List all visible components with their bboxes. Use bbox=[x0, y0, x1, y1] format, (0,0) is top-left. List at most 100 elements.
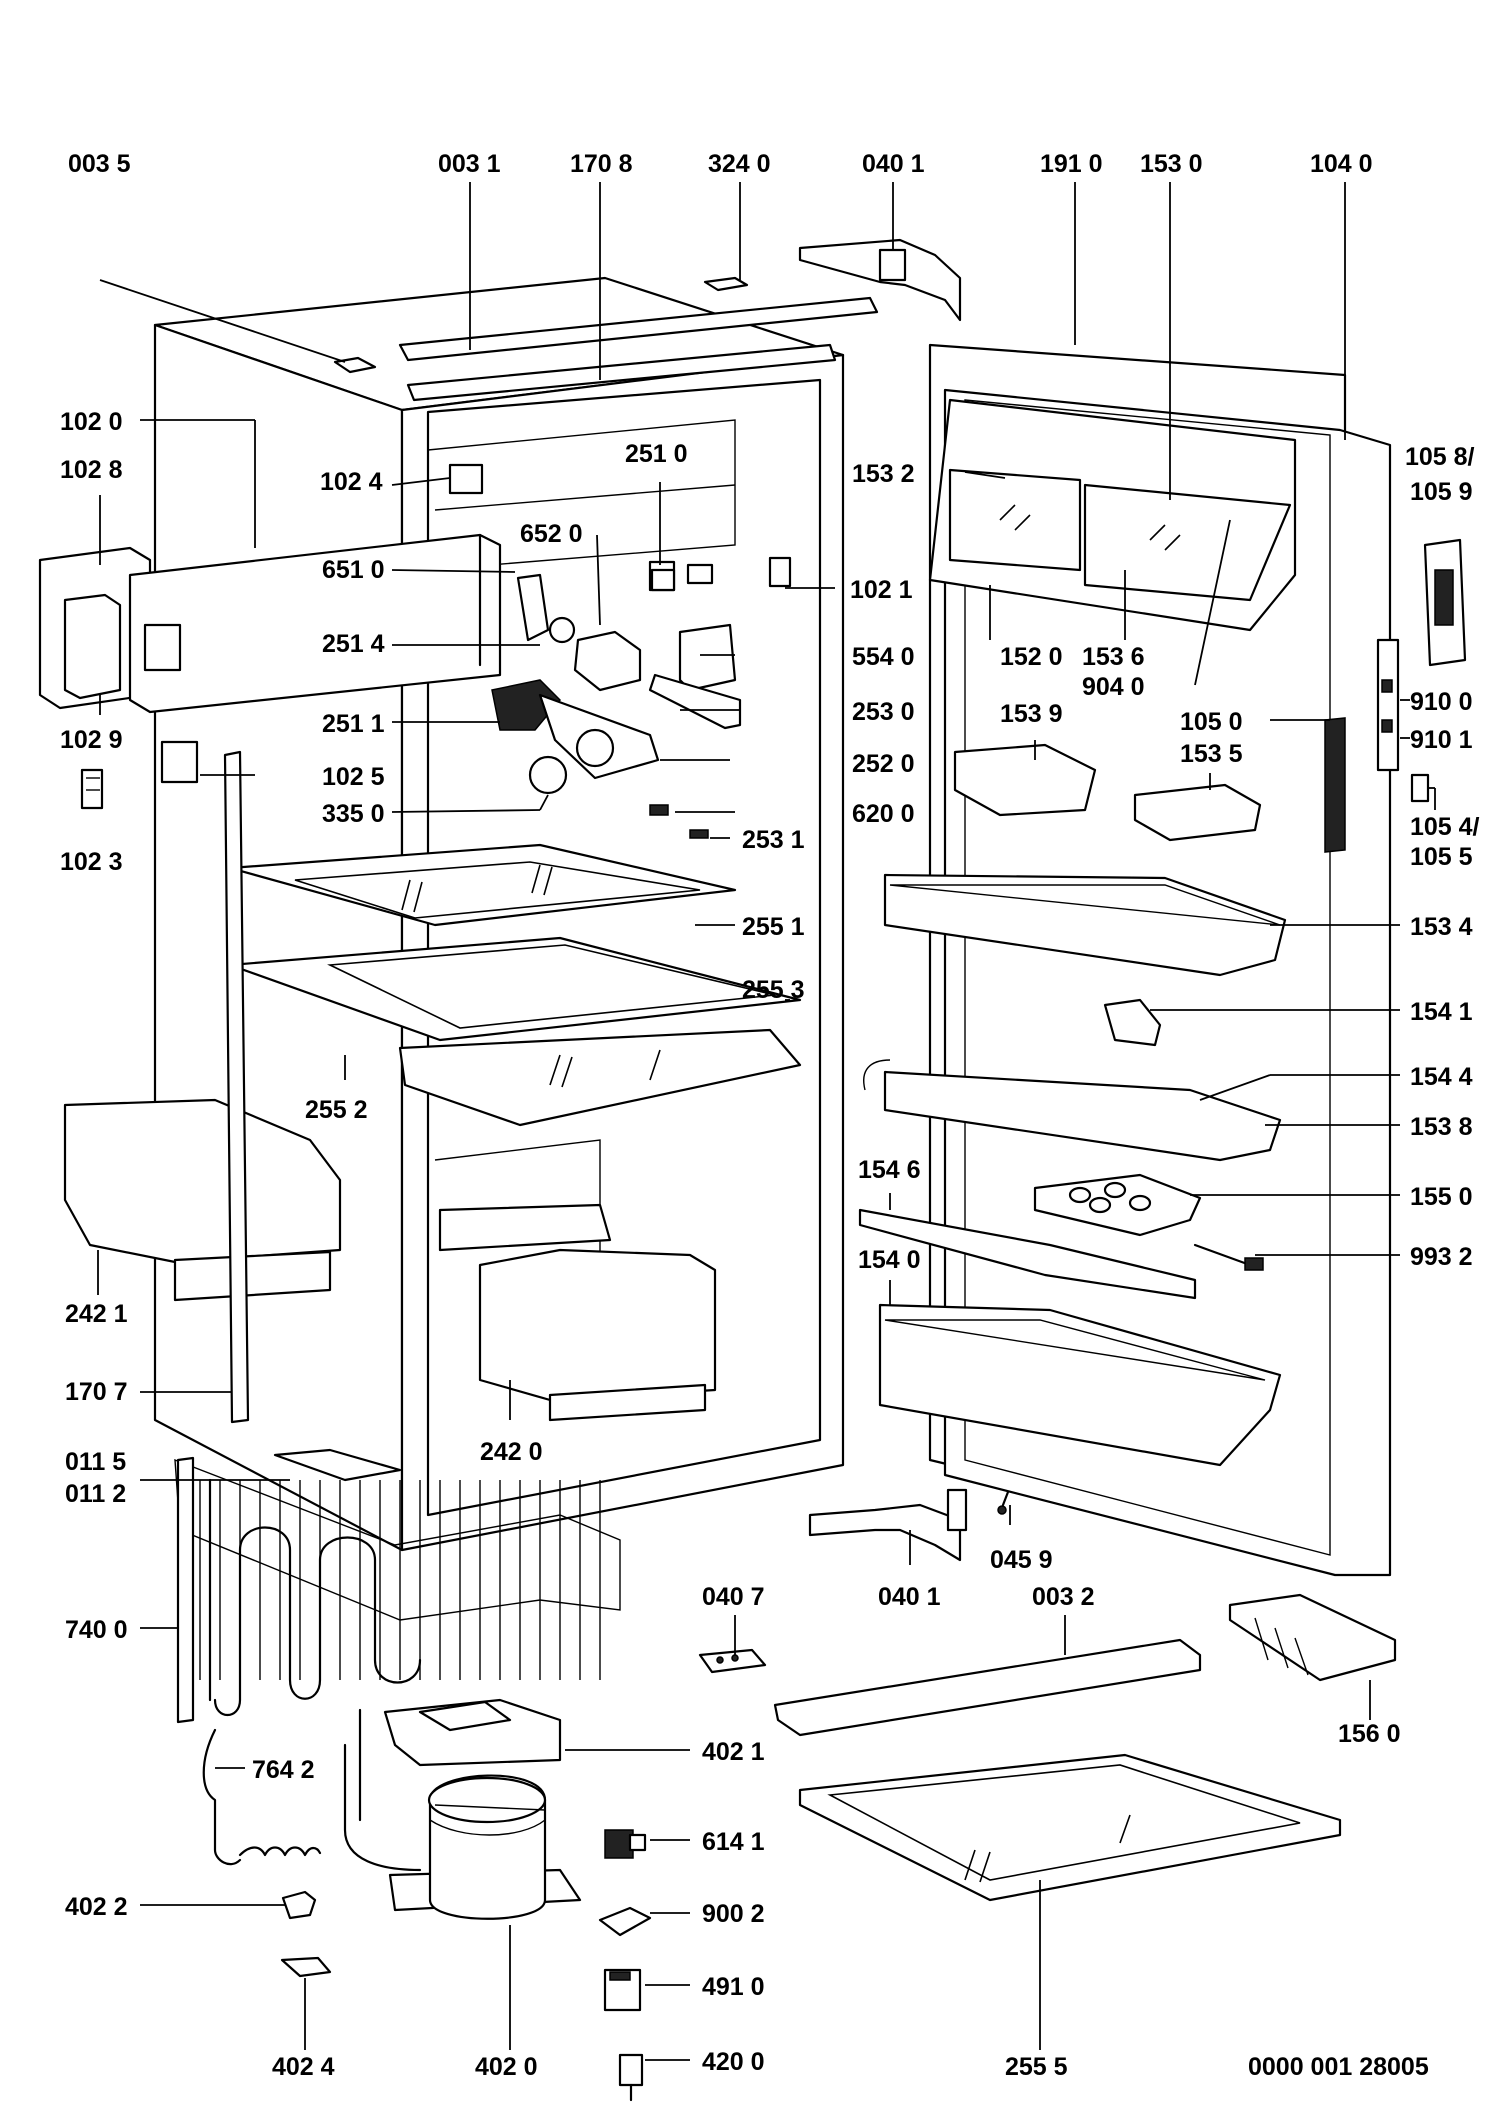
crisper-2421 bbox=[63, 1098, 342, 1302]
door-rail-1546 bbox=[858, 1208, 1197, 1300]
label-1535: 153 5 bbox=[1180, 740, 1243, 768]
drawing-number: 0000 001 28005 bbox=[1248, 2053, 1429, 2081]
label-texts: 003 5 003 1 170 8 324 0 040 1 191 0 153 … bbox=[60, 150, 1480, 2081]
label-6200: 620 0 bbox=[852, 800, 915, 828]
door-shelf-1534 bbox=[883, 873, 1287, 977]
label-2555: 255 5 bbox=[1005, 2053, 1068, 2081]
bottom-hinge bbox=[808, 1488, 968, 1562]
label-1541: 154 1 bbox=[1410, 998, 1473, 1026]
part-9932 bbox=[1193, 1243, 1264, 1271]
label-0112: 011 2 bbox=[65, 1480, 126, 1508]
box-1535 bbox=[1133, 783, 1262, 842]
label-2553: 255 3 bbox=[742, 976, 805, 1004]
light-housing bbox=[38, 533, 502, 714]
label-6510: 651 0 bbox=[322, 556, 385, 584]
label-2421: 242 1 bbox=[65, 1300, 128, 1328]
label-0407: 040 7 bbox=[702, 1583, 765, 1611]
top-hinge bbox=[798, 238, 962, 322]
capillary-tube bbox=[202, 1478, 242, 1866]
part-4200 bbox=[618, 2053, 644, 2102]
label-0031: 003 1 bbox=[438, 150, 501, 178]
label-1054: 105 4/ bbox=[1410, 813, 1480, 841]
part-0407 bbox=[698, 1648, 767, 1674]
label-1023: 102 3 bbox=[60, 848, 123, 876]
capillary-coil bbox=[238, 1846, 322, 1857]
part-4910 bbox=[603, 1968, 642, 2012]
part-0459 bbox=[997, 1490, 1010, 1515]
label-4022: 402 2 bbox=[65, 1893, 128, 1921]
top-cover-strip bbox=[398, 296, 879, 402]
label-1029: 102 9 bbox=[60, 726, 123, 754]
label-7642: 764 2 bbox=[252, 1756, 315, 1784]
door-shelf-1538 bbox=[863, 1059, 1282, 1162]
label-1059: 105 9 bbox=[1410, 478, 1473, 506]
clip-3240 bbox=[703, 276, 749, 292]
suction-line bbox=[343, 1708, 422, 1872]
glass-plate-2555 bbox=[798, 1753, 1342, 1902]
label-1910: 191 0 bbox=[1040, 150, 1103, 178]
label-3350: 335 0 bbox=[322, 800, 385, 828]
door-handle-1050 bbox=[1324, 717, 1346, 853]
glass-shelf-2553 bbox=[228, 936, 802, 1127]
part-4024 bbox=[280, 1956, 332, 1978]
label-1540: 154 0 bbox=[858, 1246, 921, 1274]
label-1532: 153 2 bbox=[852, 460, 915, 488]
label-4024: 402 4 bbox=[272, 2053, 335, 2081]
label-1708: 170 8 bbox=[570, 150, 633, 178]
box-1539 bbox=[953, 743, 1097, 817]
label-6520: 652 0 bbox=[520, 520, 583, 548]
part-6141 bbox=[604, 1829, 647, 1859]
label-3240: 324 0 bbox=[708, 150, 771, 178]
hinge-bracket-1058 bbox=[1423, 538, 1467, 667]
label-1546: 154 6 bbox=[858, 1156, 921, 1184]
bottom-plate bbox=[273, 1448, 402, 1482]
label-0032: 003 2 bbox=[1032, 1583, 1095, 1611]
label-1550: 155 0 bbox=[1410, 1183, 1473, 1211]
label-1028: 102 8 bbox=[60, 456, 123, 484]
label-9101: 910 1 bbox=[1410, 726, 1473, 754]
label-1025: 102 5 bbox=[322, 763, 385, 791]
label-4200: 420 0 bbox=[702, 2048, 765, 2076]
bottle-shelf-1540 bbox=[878, 1303, 1282, 1467]
label-1021: 102 1 bbox=[850, 576, 913, 604]
label-1544: 154 4 bbox=[1410, 1063, 1473, 1091]
label-1534: 153 4 bbox=[1410, 913, 1473, 941]
crisper-2420 bbox=[438, 1203, 717, 1422]
bottom-cover-0032 bbox=[773, 1638, 1202, 1737]
label-4910: 491 0 bbox=[702, 1973, 765, 2001]
butter-compartment-1532 bbox=[928, 398, 1297, 632]
part-1024 bbox=[448, 463, 484, 495]
label-1520: 152 0 bbox=[1000, 643, 1063, 671]
part-1023 bbox=[80, 768, 104, 810]
label-2531: 253 1 bbox=[742, 826, 805, 854]
label-1538: 153 8 bbox=[1410, 1113, 1473, 1141]
label-1024: 102 4 bbox=[320, 468, 383, 496]
label-1058: 105 8/ bbox=[1405, 443, 1475, 471]
label-1530: 153 0 bbox=[1140, 150, 1203, 178]
label-5540: 554 0 bbox=[852, 643, 915, 671]
condenser-panel-7400 bbox=[176, 1456, 195, 1724]
label-9100: 910 0 bbox=[1410, 688, 1473, 716]
label-2511: 251 1 bbox=[322, 710, 385, 738]
label-2551: 255 1 bbox=[742, 913, 805, 941]
label-2420: 242 0 bbox=[480, 1438, 543, 1466]
part-4022 bbox=[281, 1890, 317, 1920]
label-2510: 251 0 bbox=[625, 440, 688, 468]
leader-lines bbox=[97, 182, 1436, 2061]
label-4020: 402 0 bbox=[475, 2053, 538, 2081]
label-9932: 993 2 bbox=[1410, 1243, 1473, 1271]
label-1040: 104 0 bbox=[1310, 150, 1373, 178]
evaporator-tube bbox=[213, 1526, 422, 1716]
label-9040: 904 0 bbox=[1082, 673, 1145, 701]
condenser-grid bbox=[174, 1458, 621, 1680]
label-0401-bottom: 040 1 bbox=[878, 1583, 941, 1611]
label-1707: 170 7 bbox=[65, 1378, 128, 1406]
part-1541 bbox=[1103, 998, 1162, 1047]
label-1020: 102 0 bbox=[60, 408, 123, 436]
label-2530: 253 0 bbox=[852, 698, 915, 726]
glass-shelf-2551 bbox=[228, 843, 737, 927]
part-1054 bbox=[1410, 773, 1430, 803]
label-2552: 255 2 bbox=[305, 1096, 368, 1124]
label-2520: 252 0 bbox=[852, 750, 915, 778]
